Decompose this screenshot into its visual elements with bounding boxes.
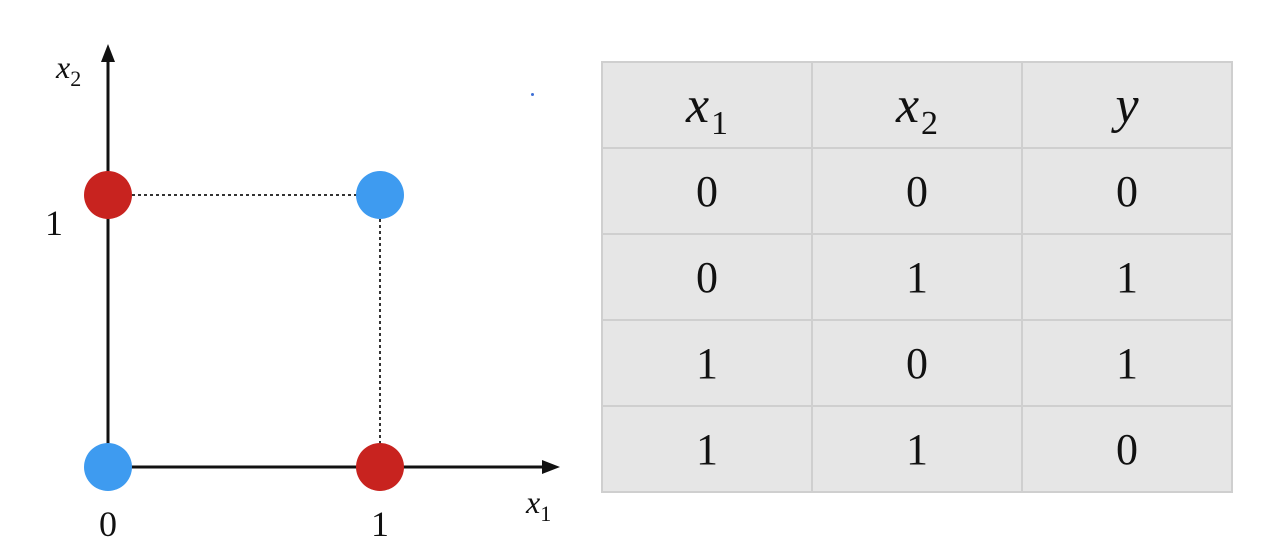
data-point-0-1 (84, 171, 132, 219)
y-tick-1: 1 (45, 203, 63, 243)
table-header-row: x1 x2 y (601, 61, 1233, 149)
guide-lines (108, 194, 381, 467)
table-row: 1 1 0 (601, 405, 1233, 493)
header-x2-sub: 2 (921, 104, 939, 142)
table-row: 1 0 1 (601, 319, 1233, 407)
xor-scatter-plot: 0 1 1 x1 x2 (45, 44, 560, 544)
x-tick-1: 1 (371, 504, 389, 544)
x-axis-arrow (542, 460, 560, 474)
header-x2: x2 (811, 61, 1023, 149)
data-point-1-1 (356, 171, 404, 219)
header-x1: x1 (601, 61, 813, 149)
cell-y: 1 (1021, 233, 1233, 321)
y-axis-label-var: x (55, 49, 70, 85)
cell-x2: 0 (811, 147, 1023, 235)
cell-y: 0 (1021, 147, 1233, 235)
cell-x1: 0 (601, 233, 813, 321)
x-axis-label-sub: 1 (540, 501, 551, 526)
truth-table: x1 x2 y 0 0 0 0 1 1 1 0 1 1 1 0 (601, 61, 1233, 493)
y-axis-arrow (101, 44, 115, 62)
y-axis-label: x2 (55, 49, 81, 91)
x-axis-label-var: x (525, 484, 540, 520)
stray-dot (531, 93, 534, 96)
cell-x1: 0 (601, 147, 813, 235)
cell-y: 0 (1021, 405, 1233, 493)
data-points (84, 171, 404, 491)
header-x2-var: x (895, 76, 920, 134)
header-x1-sub: 1 (711, 104, 729, 142)
table-row: 0 1 1 (601, 233, 1233, 321)
data-point-0-0 (84, 443, 132, 491)
header-x1-var: x (685, 76, 710, 134)
cell-y: 1 (1021, 319, 1233, 407)
header-y-var: y (1115, 76, 1139, 134)
data-point-1-0 (356, 443, 404, 491)
x-axis-label: x1 (525, 484, 551, 526)
cell-x2: 1 (811, 405, 1023, 493)
cell-x2: 0 (811, 319, 1023, 407)
header-y: y (1021, 61, 1233, 149)
x-tick-0: 0 (99, 504, 117, 544)
cell-x1: 1 (601, 319, 813, 407)
y-axis-label-sub: 2 (70, 66, 81, 91)
cell-x1: 1 (601, 405, 813, 493)
axes (101, 44, 560, 474)
cell-x2: 1 (811, 233, 1023, 321)
table-row: 0 0 0 (601, 147, 1233, 235)
